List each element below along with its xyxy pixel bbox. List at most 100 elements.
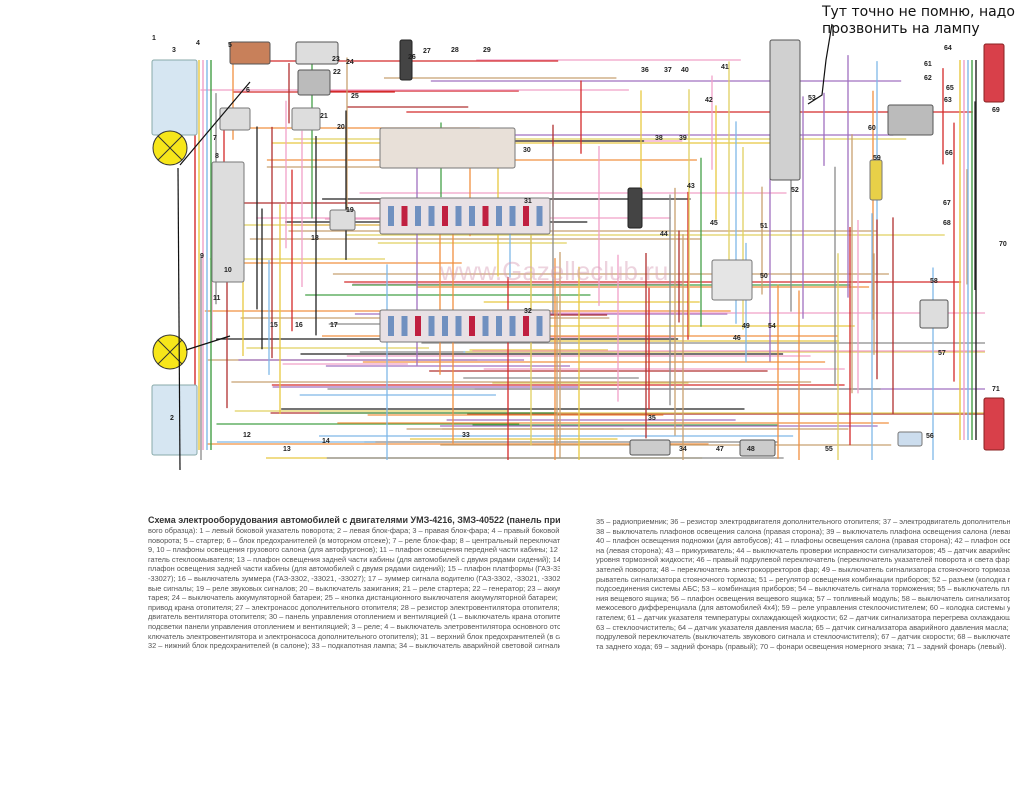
fuse — [482, 316, 489, 336]
caption-line: 63 – стеклоочиститель; 64 – датчик указа… — [596, 622, 1010, 632]
light-switch — [211, 161, 245, 283]
component-label-56: 56 — [926, 433, 934, 440]
caption-line: та заднего хода; 69 – задний фонарь (пра… — [596, 641, 1007, 651]
component-label-52: 52 — [791, 187, 799, 194]
component-label-46: 46 — [733, 335, 741, 342]
component-label-70: 70 — [999, 241, 1007, 248]
component-label-41: 41 — [721, 64, 729, 71]
component-label-24: 24 — [346, 59, 354, 66]
heater-control-panel — [379, 127, 516, 169]
fuse — [428, 316, 435, 336]
legend-caption-right: 35 – радиоприемник; 36 – резистор электр… — [596, 517, 1010, 651]
component-label-66: 66 — [945, 150, 953, 157]
heater-motor — [399, 39, 413, 81]
fuse — [442, 316, 448, 336]
component-label-64: 64 — [944, 45, 952, 52]
fuse — [401, 206, 408, 226]
component-label-68: 68 — [943, 220, 951, 227]
legend-caption-left: Схема электрооборудования автомобилей с … — [148, 515, 560, 651]
component-label-57: 57 — [938, 350, 946, 357]
glovebox-lamp — [897, 431, 923, 447]
fuse-block-lower — [379, 309, 551, 343]
caption-line: рыватель сигнализатора стояночного тормо… — [596, 574, 1010, 584]
caption-line: плафон освещения задней части кабины (дл… — [148, 564, 560, 574]
component-label-4: 4 — [196, 40, 200, 47]
component-label-16: 16 — [295, 322, 303, 329]
caption-line: -33027); 16 – выключатель зуммера (ГАЗ-3… — [148, 573, 560, 583]
component-label-8: 8 — [215, 153, 219, 160]
component-label-33: 33 — [462, 432, 470, 439]
tail-light-left — [983, 397, 1005, 451]
component-label-53: 53 — [808, 95, 816, 102]
component-label-34: 34 — [679, 446, 687, 453]
component-label-1: 1 — [152, 35, 156, 42]
component-label-25: 25 — [351, 93, 359, 100]
caption-line: уровня тормозной жидкости; 46 – правый п… — [596, 555, 1010, 565]
component-label-67: 67 — [943, 200, 951, 207]
component-label-10: 10 — [224, 267, 232, 274]
fuse — [523, 206, 529, 226]
caption-line: поворота; 5 – стартер; 6 – блок предохра… — [148, 535, 560, 545]
component-label-58: 58 — [930, 278, 938, 285]
component-label-13: 13 — [283, 446, 291, 453]
caption-line: гатель стеклоомывателя; 13 – плафон осве… — [148, 554, 560, 564]
relay-7 — [219, 107, 251, 131]
fuse — [536, 316, 543, 336]
component-label-59: 59 — [873, 155, 881, 162]
battery — [295, 41, 339, 65]
component-label-54: 54 — [768, 323, 776, 330]
component-label-12: 12 — [243, 432, 251, 439]
component-label-36: 36 — [641, 67, 649, 74]
component-label-19: 19 — [346, 207, 354, 214]
caption-line: подсоединения системы АБС; 53 – комбинац… — [596, 584, 1010, 594]
wiper-motor — [887, 104, 934, 136]
caption-line: вые сигналы; 19 – реле звуковых сигналов… — [148, 583, 560, 593]
fuse-block-upper — [379, 197, 551, 235]
lamp-line-top-2 — [177, 167, 181, 471]
component-label-45: 45 — [710, 220, 718, 227]
component-label-26: 26 — [408, 54, 416, 61]
fuel-module — [919, 299, 949, 329]
component-label-5: 5 — [228, 42, 232, 49]
component-label-7: 7 — [213, 135, 217, 142]
component-label-49: 49 — [742, 323, 750, 330]
lamp-line-bottom — [185, 335, 231, 351]
component-label-14: 14 — [322, 438, 330, 445]
caption-line: зателей поворота; 48 – переключатель эле… — [596, 564, 1010, 574]
component-label-18: 18 — [311, 235, 319, 242]
fuse — [415, 206, 421, 226]
lamp-cross — [157, 339, 183, 365]
starter — [229, 41, 271, 65]
caption-line: ключатель электровентилятора и электрона… — [148, 631, 560, 641]
caption-line: вого образца): 1 – левый боковой указате… — [148, 526, 560, 535]
component-label-61: 61 — [924, 61, 932, 68]
component-label-30: 30 — [523, 147, 531, 154]
component-label-2: 2 — [170, 415, 174, 422]
component-label-11: 11 — [213, 295, 221, 302]
fuse — [428, 206, 435, 226]
component-label-69: 69 — [992, 107, 1000, 114]
fuse — [496, 316, 502, 336]
component-label-21: 21 — [320, 113, 328, 120]
caption-line: 38 – выключатель плафонов освещения сало… — [596, 526, 1010, 536]
component-label-23: 23 — [332, 56, 340, 63]
fuse — [442, 206, 448, 226]
hand-drawn-lines — [177, 23, 833, 471]
generator — [297, 69, 331, 96]
component-label-22: 22 — [333, 69, 341, 76]
component-label-28: 28 — [451, 47, 459, 54]
component-label-43: 43 — [687, 183, 695, 190]
lamp-line-top — [179, 81, 251, 166]
caption-line: ния вещевого ящика; 56 – плафон освещени… — [596, 593, 1010, 603]
fuse — [482, 206, 489, 226]
components — [151, 39, 1005, 457]
fuse — [496, 206, 502, 226]
fuse — [455, 316, 462, 336]
caption-line: 32 – нижний блок предохранителей (в сало… — [148, 641, 560, 651]
component-label-60: 60 — [868, 125, 876, 132]
hazard-switch — [629, 439, 671, 456]
right-stalk — [711, 259, 753, 301]
component-label-62: 62 — [924, 75, 932, 82]
instrument-cluster — [769, 39, 801, 181]
